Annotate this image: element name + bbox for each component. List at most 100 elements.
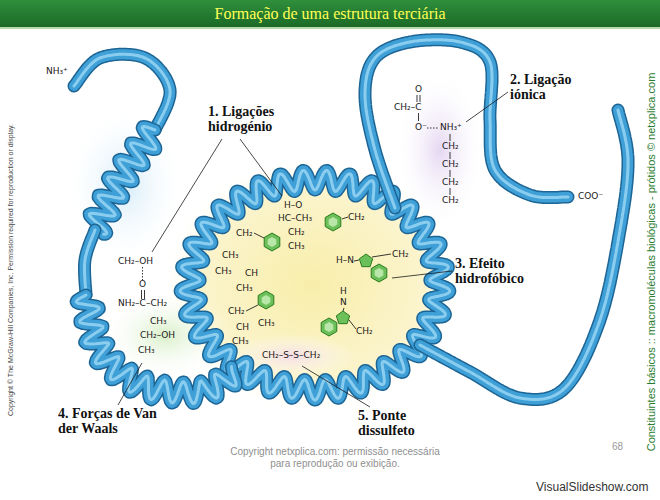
copyright-note: Copyright © The McGraw-Hill Companies, I…	[7, 124, 15, 416]
ribbon-strand	[180, 170, 450, 400]
bond	[254, 233, 264, 238]
chemical-group: CH₂–OH	[140, 330, 175, 341]
callout-label: 3. Efeito hidrofóbico	[455, 256, 539, 286]
callout-label: 4. Forças de Van der Waals	[58, 406, 163, 436]
ribbon-strand	[365, 40, 568, 208]
protein-ribbon	[74, 40, 628, 404]
phenyl-ring	[325, 213, 341, 231]
bond	[354, 260, 359, 261]
watermark: VisualSlideshow.com	[536, 480, 649, 494]
bond	[372, 254, 391, 257]
indole-ring	[371, 264, 387, 282]
side-caption: Constituintes básicos :: macromoléculas …	[645, 73, 658, 452]
double-bond	[141, 290, 142, 299]
chemical-group: CH₃	[232, 336, 249, 347]
leader-line	[118, 363, 142, 405]
chemical-group: CH₂–S–S–CH₂	[262, 350, 320, 361]
ionic-bond	[427, 128, 439, 129]
slide-title: Formação de uma estrutura terciária	[0, 0, 660, 27]
page-number: 68	[612, 441, 623, 453]
leader-line	[302, 366, 370, 407]
leader-lines	[118, 92, 508, 407]
chemical-group: CH₃	[288, 241, 305, 252]
chemical-group: CH₂	[356, 326, 373, 337]
phenyl-ring	[258, 291, 274, 309]
bond	[450, 152, 451, 159]
chemical-group: CH₃	[258, 318, 275, 329]
chemical-group: HC–CH₃	[278, 213, 312, 224]
chemical-group: O⁻	[415, 122, 427, 133]
ribbon-strand	[74, 54, 170, 130]
chemical-group: CH₂	[442, 195, 459, 206]
chemical-group: CH₃	[236, 283, 253, 294]
leader-line	[152, 139, 222, 252]
leader-line	[466, 92, 508, 122]
leader-line	[392, 271, 452, 278]
chemical-group: H–O	[284, 200, 302, 211]
chemical-group: CH₂	[442, 177, 459, 188]
chemical-group: CH	[236, 322, 249, 333]
ribbon-strand	[89, 127, 156, 235]
chemical-group: CH₃	[215, 266, 232, 277]
chemical-group: CH₃	[138, 345, 155, 356]
ribbon-strand	[89, 127, 156, 235]
ribbon-strand	[420, 110, 628, 400]
bond	[450, 188, 451, 195]
ribbon-strand	[76, 295, 236, 403]
footer-note: Copyright netxplica.com: permissão neces…	[225, 446, 445, 470]
ribbon-strand	[76, 295, 236, 403]
leader-line	[240, 139, 282, 196]
chemical-group: CH₂–OH	[118, 256, 153, 267]
double-bond	[144, 290, 145, 299]
title-bar: Formação de uma estrutura terciária	[0, 0, 660, 29]
chemical-group: CH₂	[442, 159, 459, 170]
callout-label: 2. Ligação iónica	[510, 72, 590, 102]
ribbon-strand	[74, 54, 170, 130]
indole-ring	[336, 311, 349, 324]
chemical-group: CH₃	[150, 316, 167, 327]
ribbon-strand	[365, 40, 568, 208]
chemical-group: H	[340, 286, 347, 297]
phenyl-ring	[264, 233, 280, 251]
ribbon-strand	[89, 127, 156, 235]
chemical-group: NH₂–C–CH₂	[118, 298, 167, 309]
ribbon-strand	[365, 40, 568, 208]
ribbon-strand	[180, 170, 450, 400]
helix-glow	[65, 105, 185, 265]
chemical-group: O	[415, 84, 422, 95]
ribbon-strand	[85, 230, 96, 295]
chemical-group: COO⁻	[578, 191, 603, 202]
chemical-group: CH₂	[228, 306, 245, 317]
bond	[246, 305, 258, 311]
ribbon-strand	[74, 54, 170, 130]
ribbon-strand	[85, 230, 96, 295]
chemical-group: N	[340, 297, 347, 308]
indole-ring	[321, 318, 337, 336]
chemical-group: CH₃	[222, 250, 239, 261]
ribbon-strand	[85, 230, 96, 295]
chemical-group: CH₂	[442, 141, 459, 152]
chemical-group: CH₂–C	[394, 102, 421, 113]
chemical-group: CH₂	[236, 228, 253, 239]
bond	[342, 217, 348, 219]
chemical-group: NH₃⁺	[46, 66, 68, 77]
bond	[418, 113, 419, 121]
bond	[450, 170, 451, 177]
bond	[349, 320, 356, 329]
callout-label: 5. Ponte dissulfeto	[358, 408, 438, 438]
bond	[450, 134, 451, 141]
ribbon-strand	[420, 110, 628, 400]
chemical-group: CH₂	[392, 249, 409, 260]
double-bond	[420, 95, 421, 102]
hydrogen-bond	[142, 267, 143, 280]
double-bond	[417, 95, 418, 102]
chemical-group: NH₃⁺	[440, 122, 462, 133]
chemical-group: CH	[245, 268, 258, 279]
chemical-group: CH₂	[348, 212, 365, 223]
indole-ring	[359, 254, 372, 267]
ribbon-strand	[76, 295, 236, 403]
callout-label: 1. Ligações hidrogénio	[208, 104, 298, 134]
chemical-group: CH₂	[288, 227, 305, 238]
chemical-group: H–N	[336, 255, 354, 266]
